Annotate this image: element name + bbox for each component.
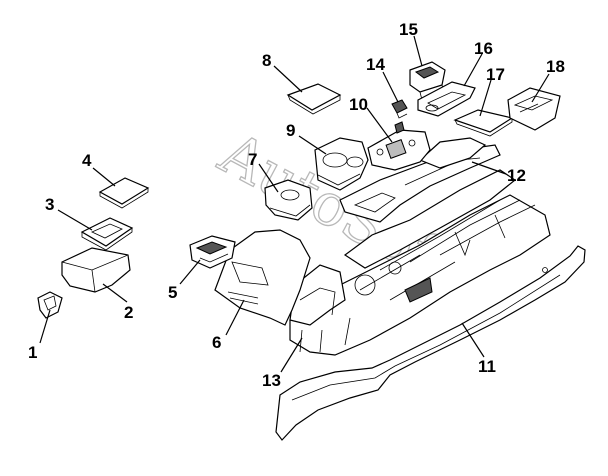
callout-16: 16 (474, 39, 493, 58)
part-4-lid (98, 177, 150, 209)
callout-7: 7 (248, 150, 257, 169)
part-14-small-switch (391, 99, 408, 119)
callout-2: 2 (124, 303, 133, 322)
leader-lines (39, 35, 550, 373)
part-2-armrest (61, 247, 131, 293)
part-8-lid (286, 83, 342, 115)
part-18-bracket (507, 87, 561, 131)
part-1-clip (37, 291, 63, 319)
callout-18: 18 (546, 57, 565, 76)
part-6-front-lower-panel (214, 229, 311, 326)
part-5-switch (189, 235, 236, 269)
part-13-console-frame (289, 169, 551, 356)
callout-labels: 1 2 3 4 5 6 7 8 9 10 11 12 13 14 15 16 1… (28, 20, 565, 390)
part-17-pad (453, 109, 514, 137)
part-7-small-cup-holder (264, 179, 313, 221)
callout-1: 1 (28, 343, 37, 362)
part-9-cup-holder (314, 137, 369, 191)
callout-14: 14 (366, 55, 385, 74)
part-10-control-panel (367, 121, 431, 171)
part-12-top-bezel (339, 137, 501, 223)
callout-12: 12 (507, 166, 526, 185)
callout-4: 4 (82, 151, 92, 170)
part-15-switch-module (409, 61, 446, 101)
part-3-tray (80, 217, 134, 251)
callout-3: 3 (45, 195, 54, 214)
callout-6: 6 (212, 333, 221, 352)
callout-15: 15 (399, 20, 418, 39)
callout-13: 13 (262, 371, 281, 390)
callout-8: 8 (262, 51, 271, 70)
callout-11: 11 (478, 357, 496, 376)
callout-5: 5 (168, 283, 177, 302)
part-11-side-trim-panel (275, 245, 586, 441)
callout-17: 17 (486, 65, 505, 84)
callout-10: 10 (349, 95, 368, 114)
part-16-trim-ring (417, 81, 476, 117)
callout-9: 9 (286, 121, 295, 140)
